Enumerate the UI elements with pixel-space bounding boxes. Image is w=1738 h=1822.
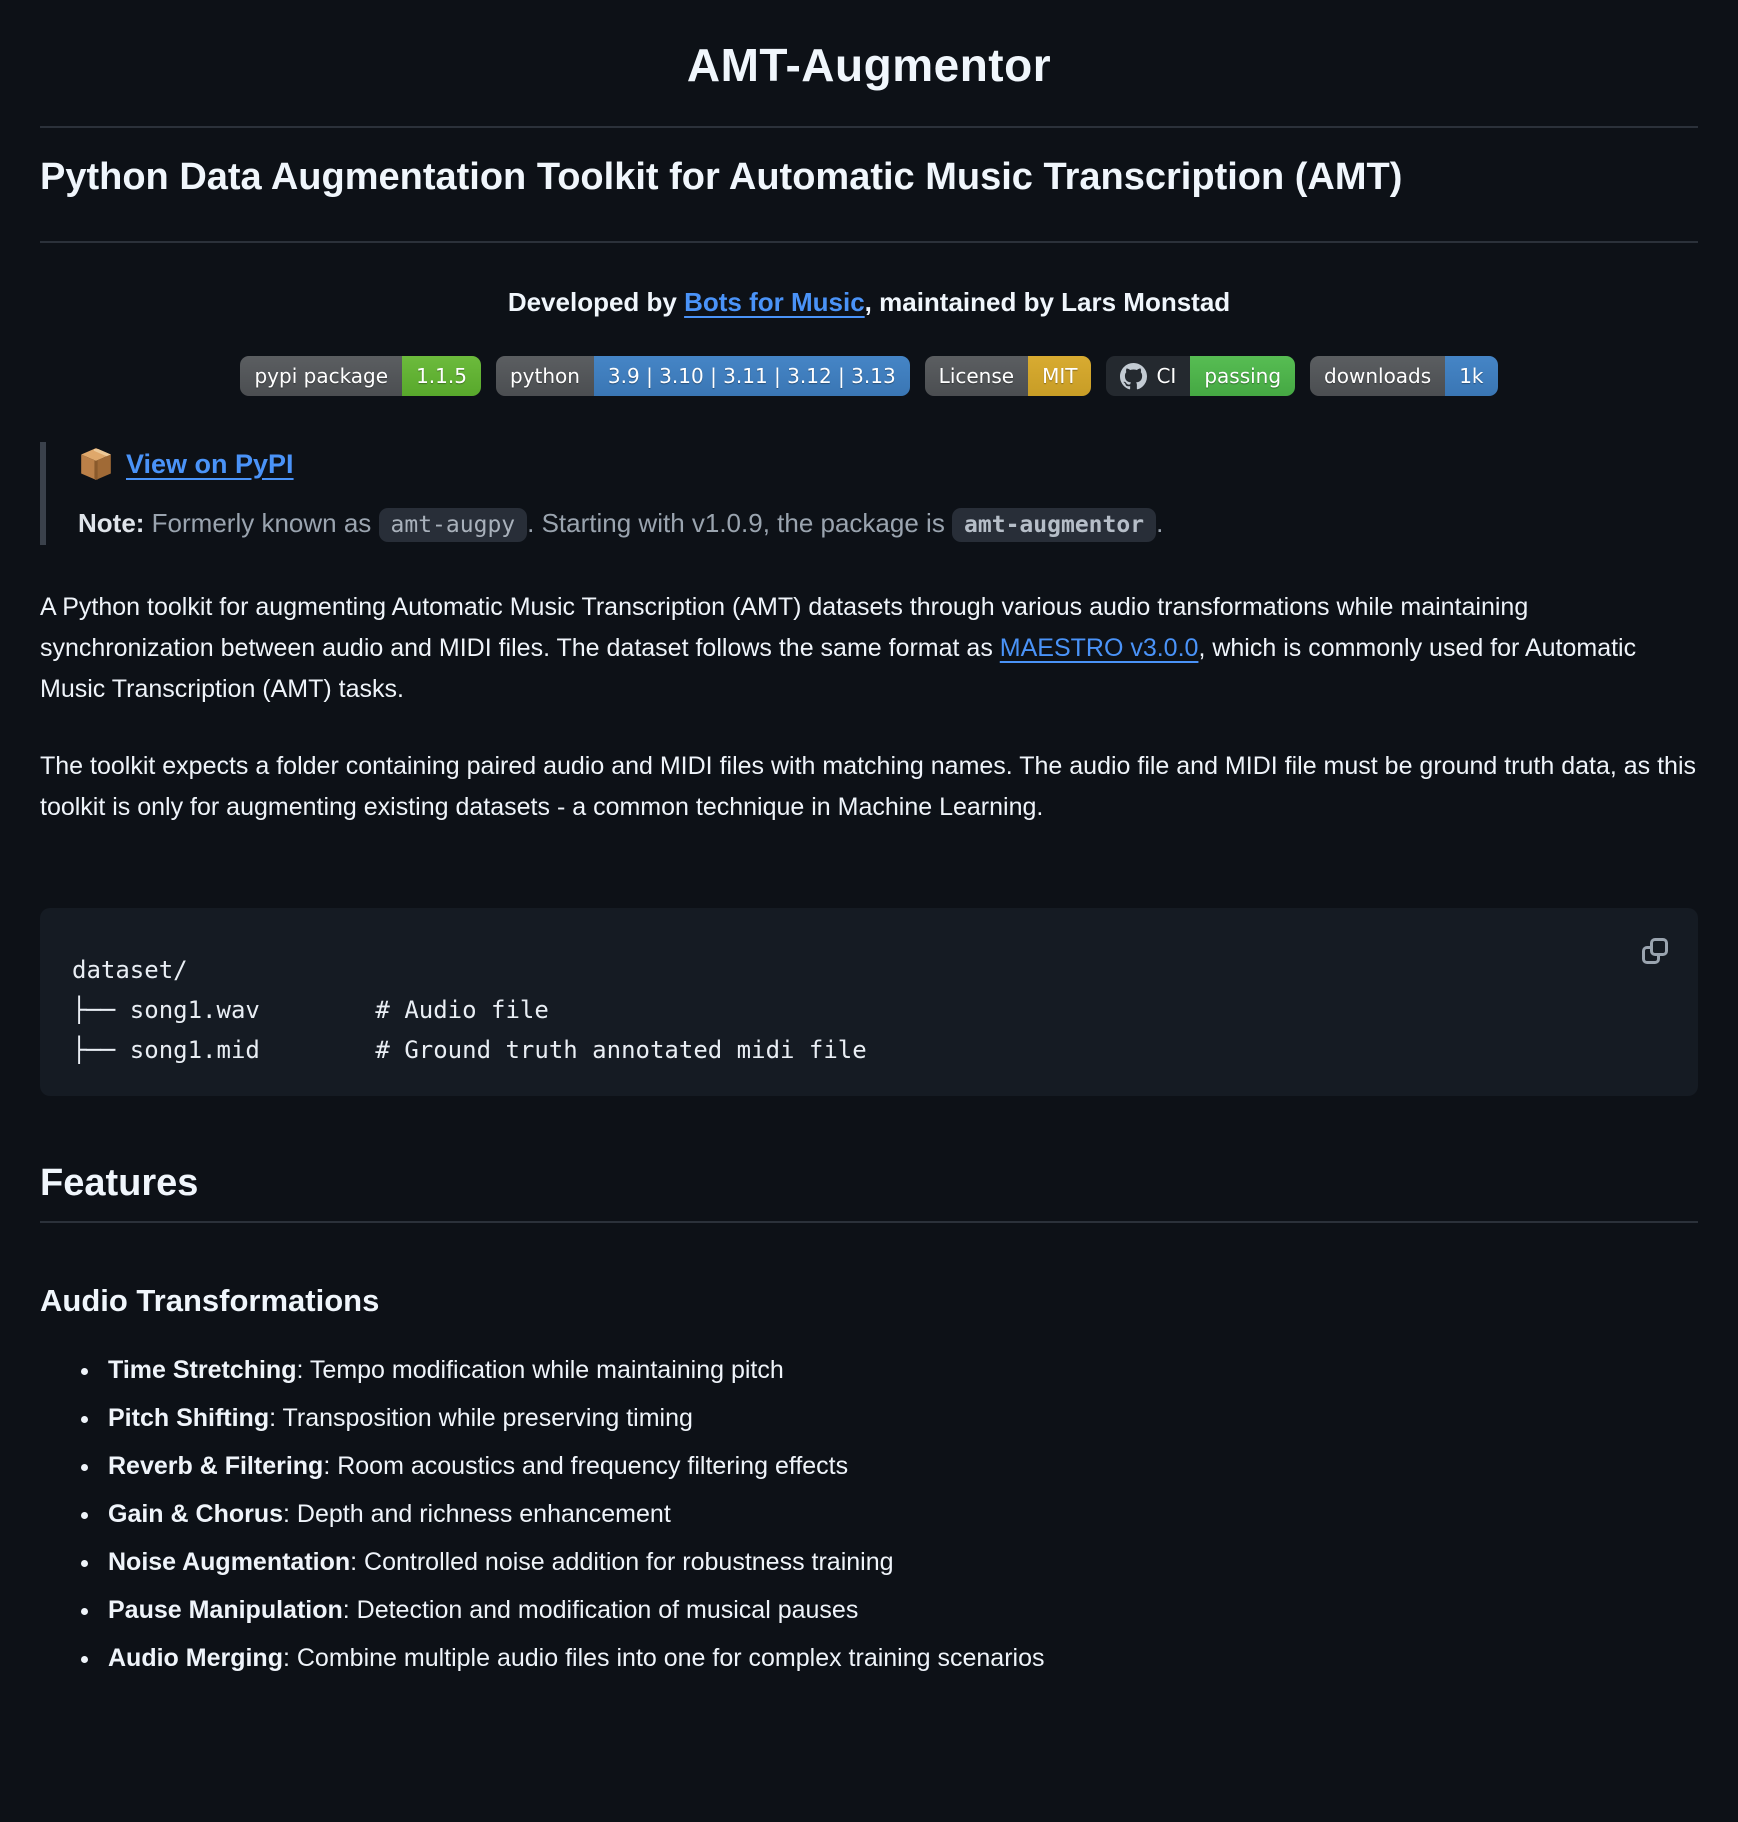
badge-row: pypi package 1.1.5 python 3.9 | 3.10 | 3… <box>40 356 1698 396</box>
view-on-pypi-link[interactable]: View on PyPI <box>126 448 294 479</box>
feature-item-noise-augmentation: Noise Augmentation: Controlled noise add… <box>102 1545 1698 1579</box>
code-pre: dataset/ ├── song1.wav # Audio file ├── … <box>72 950 1666 1070</box>
tagline: Python Data Augmentation Toolkit for Aut… <box>40 156 1698 243</box>
audio-transformations-list: Time Stretching: Tempo modification whil… <box>40 1353 1698 1675</box>
badge-pypi-package: pypi package 1.1.5 <box>240 356 481 396</box>
requirements-paragraph: The toolkit expects a folder containing … <box>40 752 1696 821</box>
badge-python-label: python <box>495 356 594 396</box>
badge-ci: CI passing <box>1106 356 1296 396</box>
feature-item-pause-manipulation: Pause Manipulation: Detection and modifi… <box>102 1593 1698 1627</box>
maestro-link[interactable]: MAESTRO v3.0.0 <box>999 634 1199 662</box>
copy-icon <box>1642 938 1668 964</box>
feature-desc: : Tempo modification while maintaining p… <box>296 1356 784 1384</box>
note-text-middle: . Starting with v1.0.9, the package is <box>527 508 953 538</box>
code-content: dataset/ ├── song1.wav # Audio file ├── … <box>72 956 867 1064</box>
badge-python-versions: python 3.9 | 3.10 | 3.11 | 3.12 | 3.13 <box>495 356 910 396</box>
byline: Developed by Bots for Music, maintained … <box>40 287 1698 318</box>
page-title: AMT-Augmentor <box>40 38 1698 128</box>
feature-name: Reverb & Filtering <box>108 1452 324 1480</box>
feature-name: Pause Manipulation <box>108 1596 343 1624</box>
badge-ci-value: passing <box>1190 356 1296 396</box>
intro-text-before: A Python toolkit for augmenting Automati… <box>40 593 1529 662</box>
badge-downloads: downloads 1k <box>1310 356 1498 396</box>
github-icon <box>1120 362 1148 389</box>
badge-license: License MIT <box>924 356 1092 396</box>
package-icon <box>78 446 114 482</box>
features-heading: Features <box>40 1162 1698 1223</box>
feature-desc: : Room acoustics and frequency filtering… <box>323 1452 849 1480</box>
feature-name: Gain & Chorus <box>108 1500 284 1528</box>
badge-license-value: MIT <box>1028 356 1092 396</box>
feature-name: Time Stretching <box>108 1356 297 1384</box>
byline-prefix: Developed by <box>507 287 685 317</box>
feature-item-time-stretching: Time Stretching: Tempo modification whil… <box>102 1353 1698 1387</box>
intro-text-after: , which is commonly used for Automatic M… <box>40 634 1637 703</box>
badge-downloads-label: downloads <box>1310 356 1446 396</box>
badge-pypi-label: pypi package <box>240 356 403 396</box>
byline-suffix: , maintained by Lars Monstad <box>864 287 1231 317</box>
readme-page: AMT-Augmentor Python Data Augmentation T… <box>0 0 1738 1675</box>
badge-python-value: 3.9 | 3.10 | 3.11 | 3.12 | 3.13 <box>593 356 910 396</box>
feature-name: Noise Augmentation <box>108 1548 351 1576</box>
feature-item-gain-chorus: Gain & Chorus: Depth and richness enhanc… <box>102 1497 1698 1531</box>
note-text-before: Formerly known as <box>144 508 379 538</box>
feature-desc: : Depth and richness enhancement <box>283 1500 671 1528</box>
feature-desc: : Detection and modification of musical … <box>342 1596 859 1624</box>
dataset-structure-code-block: dataset/ ├── song1.wav # Audio file ├── … <box>40 908 1698 1096</box>
feature-desc: : Transposition while preserving timing <box>269 1404 693 1432</box>
old-package-name-code: amt-augpy <box>378 508 528 542</box>
note-text-after: . <box>1156 508 1164 538</box>
audio-transformations-heading: Audio Transformations <box>40 1283 380 1318</box>
badge-downloads-value: 1k <box>1445 356 1498 396</box>
note-label: Note: <box>78 508 145 538</box>
feature-name: Audio Merging <box>108 1644 283 1672</box>
bots-for-music-link[interactable]: Bots for Music <box>684 287 865 317</box>
badge-ci-label-text: CI <box>1156 364 1177 388</box>
intro-paragraph: A Python toolkit for augmenting Automati… <box>40 587 1698 710</box>
badge-pypi-value: 1.1.5 <box>402 356 481 396</box>
feature-item-audio-merging: Audio Merging: Combine multiple audio fi… <box>102 1641 1698 1675</box>
pypi-callout: View on PyPI Note: Formerly known as amt… <box>40 442 1698 545</box>
feature-desc: : Controlled noise addition for robustne… <box>350 1548 894 1576</box>
copy-code-button[interactable] <box>1638 934 1672 968</box>
feature-desc: : Combine multiple audio files into one … <box>282 1644 1045 1672</box>
badge-license-label: License <box>924 356 1029 396</box>
callout-link-line: View on PyPI <box>78 446 1698 482</box>
feature-item-reverb-filtering: Reverb & Filtering: Room acoustics and f… <box>102 1449 1698 1483</box>
feature-item-pitch-shifting: Pitch Shifting: Transposition while pres… <box>102 1401 1698 1435</box>
new-package-name-code: amt-augmentor <box>952 508 1157 542</box>
rename-note: Note: Formerly known as amt-augpy. Start… <box>78 508 1698 542</box>
badge-ci-label: CI <box>1106 356 1191 396</box>
feature-name: Pitch Shifting <box>108 1404 270 1432</box>
